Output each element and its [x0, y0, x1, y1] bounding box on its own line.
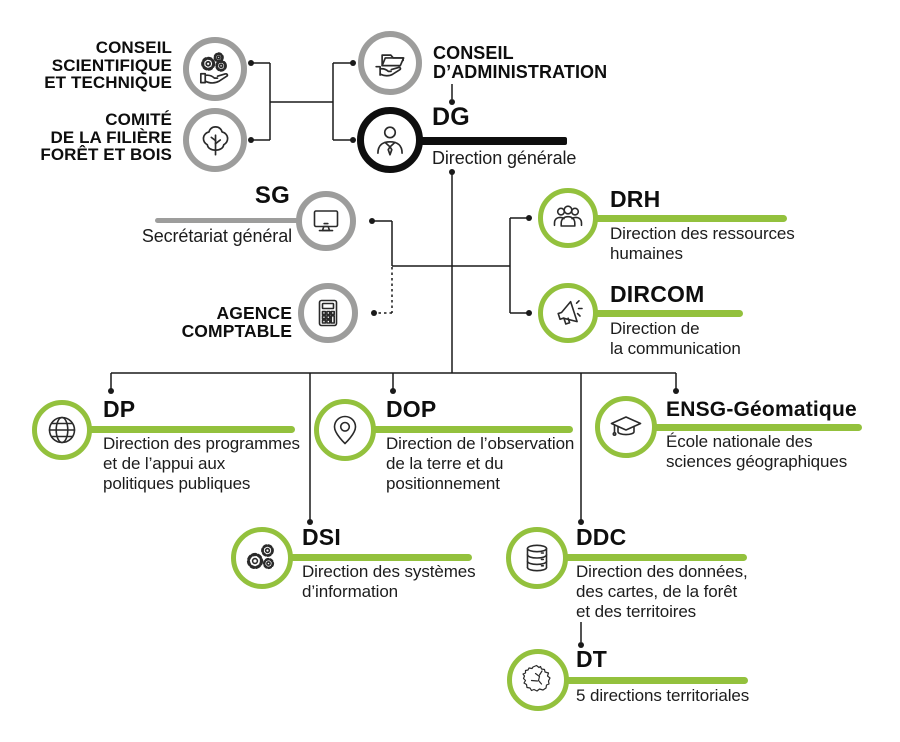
dircom-badge [538, 283, 598, 343]
tree-icon [202, 126, 229, 156]
dp-acronym: DP [103, 396, 136, 422]
ensg-acronym: ENSG-Géomatique [666, 398, 857, 421]
conseil-scientifique-badge [183, 37, 247, 101]
comite-filiere-label: COMITÉ DE LA FILIÈRE FORÊT ET BOIS [40, 110, 172, 164]
drh-acronym: DRH [610, 186, 661, 212]
dp-bar [62, 426, 295, 433]
ddc-badge [506, 527, 568, 589]
dg-bar [415, 137, 567, 145]
dop-badge [314, 399, 376, 461]
sg-name: Secrétariat général [141, 226, 292, 246]
ddc-bar [537, 554, 747, 561]
conseil-administration-label: CONSEIL D’ADMINISTRATION [433, 43, 608, 82]
dg-badge [357, 107, 423, 173]
dt-bar [538, 677, 748, 684]
globe-icon [48, 416, 76, 444]
dp-name: Direction des programmes et de l’appui a… [103, 434, 300, 493]
folder-hand-icon [375, 54, 405, 77]
dircom-name: Direction de la communication [610, 319, 741, 358]
drh-badge [538, 188, 598, 248]
dsi-name: Direction des systèmes d’information [302, 562, 476, 601]
france-map-icon [522, 664, 551, 692]
pin-icon [333, 415, 357, 445]
dg-acronym: DG [432, 103, 470, 131]
dt-badge [507, 649, 569, 711]
database-icon [526, 544, 548, 572]
drh-name: Direction des ressources humaines [610, 224, 795, 263]
people-icon [553, 205, 583, 227]
person-icon [377, 126, 403, 156]
dt-acronym: DT [576, 646, 608, 672]
dg-name: Direction générale [432, 148, 577, 168]
drh-bar [568, 215, 787, 222]
gears-icon [246, 544, 275, 570]
comite-filiere-badge [183, 108, 247, 172]
dsi-acronym: DSI [302, 524, 341, 550]
dt-name: 5 directions territoriales [576, 686, 750, 705]
dircom-acronym: DIRCOM [610, 281, 705, 307]
dop-bar [345, 426, 573, 433]
megaphone-icon [557, 300, 583, 325]
sg-bar [155, 218, 310, 223]
ddc-name: Direction des données, des cartes, de la… [576, 562, 748, 621]
conseil-scientifique-label: CONSEIL SCIENTIFIQUE ET TECHNIQUE [44, 38, 172, 92]
ensg-badge [595, 396, 657, 458]
agence-comptable-label: AGENCE COMPTABLE [181, 303, 292, 341]
dp-badge [32, 400, 92, 460]
sg-badge [296, 191, 356, 251]
dsi-badge [231, 527, 293, 589]
agence-comptable-badge [298, 283, 358, 343]
dop-name: Direction de l’observation de la terre e… [386, 434, 575, 493]
ddc-acronym: DDC [576, 524, 627, 550]
ensg-bar [626, 424, 862, 431]
dircom-bar [568, 310, 743, 317]
calculator-icon [318, 299, 338, 327]
dsi-bar [262, 554, 472, 561]
monitor-icon [313, 210, 339, 232]
sg-acronym: SG [254, 182, 290, 209]
hand-gears-icon [199, 52, 229, 84]
conseil-administration-badge [358, 31, 422, 95]
dop-acronym: DOP [386, 396, 437, 422]
ensg-name: École nationale des sciences géographiqu… [666, 432, 848, 471]
graduation-cap-icon [610, 416, 642, 436]
